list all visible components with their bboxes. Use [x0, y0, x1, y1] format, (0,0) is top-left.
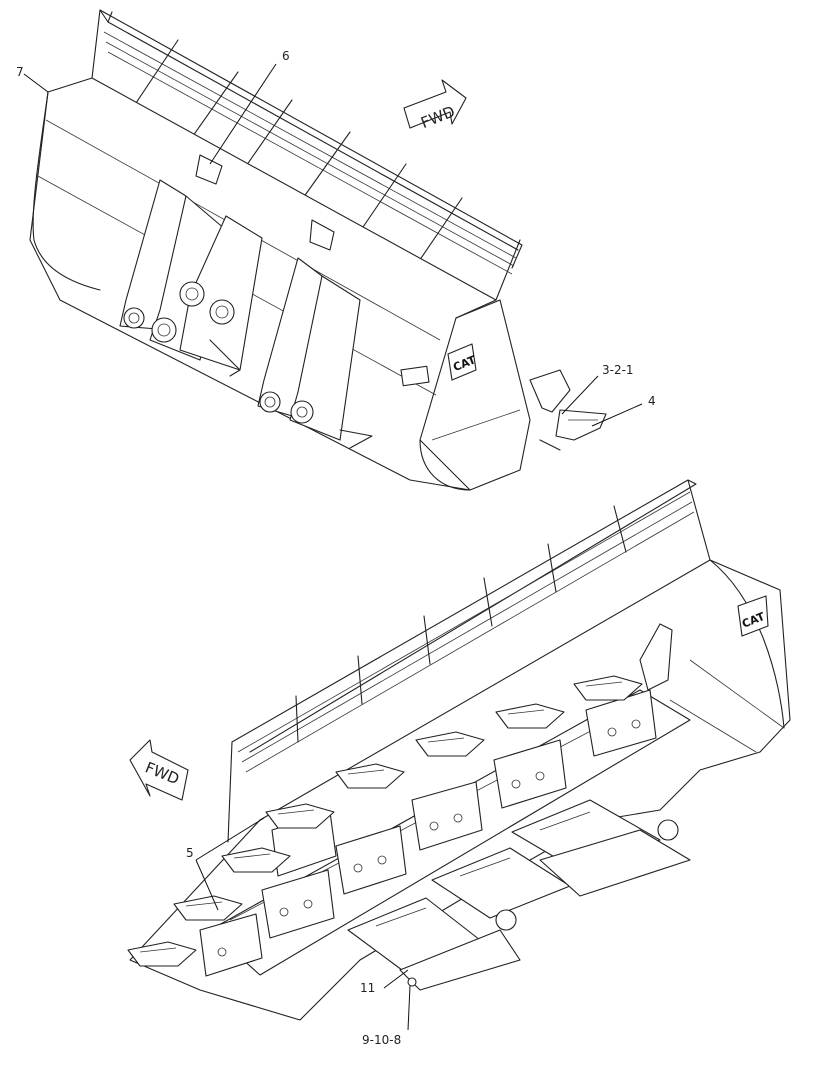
bottom-spill-guard — [227, 479, 711, 843]
bucket-underside-view: CAT — [127, 479, 791, 1021]
top-corner-teeth — [529, 369, 607, 451]
top-bucket-body: CAT — [29, 77, 531, 491]
callout-5: 5 — [186, 846, 194, 860]
top-name-plate — [400, 365, 430, 387]
callout-7: 7 — [16, 65, 24, 79]
tooth-1 — [127, 941, 197, 967]
callout-4: 4 — [648, 394, 656, 408]
skid-shoes — [347, 799, 691, 991]
callout-3-2-1: 3-2-1 — [602, 363, 634, 377]
tooth-5 — [335, 763, 405, 789]
bolt-marker — [407, 977, 417, 987]
bucket-teeth — [127, 623, 673, 967]
callout-11: 11 — [360, 981, 375, 995]
callout-9-10-8: 9-10-8 — [362, 1033, 401, 1047]
tooth-3 — [221, 847, 291, 873]
top-fwd-arrow: FWD — [403, 79, 467, 132]
tooth-6 — [415, 731, 485, 757]
callout-6: 6 — [282, 49, 290, 63]
bottom-fwd-arrow: FWD — [129, 739, 189, 801]
top-spill-guard — [91, 9, 523, 301]
top-hinge-brackets — [119, 154, 373, 449]
tooth-8 — [573, 675, 643, 701]
tooth-4 — [265, 803, 335, 829]
bucket-rear-view: CAT — [29, 9, 607, 491]
callouts: 7 6 3-2-1 4 5 11 9-10-8 — [16, 49, 656, 1047]
corner-guard — [639, 623, 673, 691]
tooth-7 — [495, 703, 565, 729]
tooth-2 — [173, 895, 243, 921]
